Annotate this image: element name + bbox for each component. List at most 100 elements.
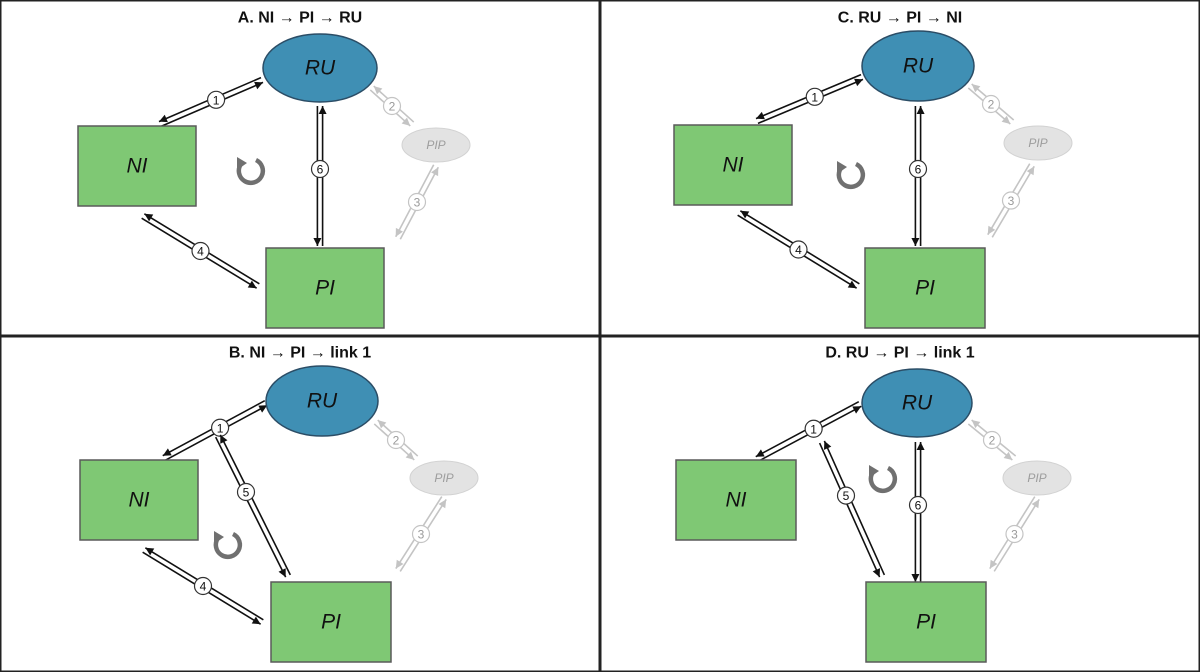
link-number: 3	[418, 528, 425, 542]
pip-node	[409, 460, 479, 496]
link-number: 6	[317, 163, 324, 177]
panel-border	[0, 336, 600, 672]
arrowhead	[1026, 166, 1035, 176]
arrowhead	[247, 280, 257, 289]
link-2: 2	[967, 419, 1017, 461]
ru-label: RU	[307, 390, 338, 413]
ni-node	[79, 459, 199, 541]
arrowhead	[916, 442, 925, 450]
link-6: 6	[310, 106, 330, 246]
pi-node	[265, 247, 385, 329]
link-number: 2	[393, 434, 400, 448]
arrowhead	[971, 84, 981, 93]
link-3: 3	[395, 496, 447, 572]
link-number: 3	[1011, 528, 1018, 542]
loop-arrowhead	[237, 157, 247, 170]
arrowhead	[823, 440, 832, 450]
panel-title: C. RU → PI → NI	[838, 10, 962, 27]
link-2: 2	[967, 83, 1015, 125]
arrowhead	[911, 238, 920, 246]
panel-title: A. NI → PI → RU	[238, 10, 362, 27]
link-4: 4	[142, 547, 264, 625]
ni-label: NI	[723, 154, 744, 177]
ru-label: RU	[305, 57, 336, 80]
link-number-badge	[407, 192, 427, 212]
arrowhead	[278, 568, 286, 578]
link-3: 3	[989, 496, 1040, 572]
link-number-badge	[382, 96, 402, 116]
arrowhead	[251, 616, 261, 625]
panel-title: D. RU → PI → link 1	[825, 345, 974, 362]
loop-arrowhead	[837, 161, 847, 174]
ru-node	[861, 30, 975, 102]
arrow-line	[214, 436, 287, 578]
arrowhead	[220, 434, 228, 444]
loop-icon	[236, 157, 266, 186]
link-2: 2	[369, 85, 415, 127]
arrowhead	[145, 547, 155, 556]
arrowhead	[313, 238, 322, 246]
loop-arrowhead	[869, 465, 879, 478]
arrowhead	[373, 86, 383, 95]
loop-arc	[836, 161, 866, 190]
arrowhead	[987, 225, 996, 235]
link-number-badge	[908, 159, 928, 179]
panel-border	[600, 336, 1200, 672]
link-number: 3	[1008, 194, 1015, 208]
arrowhead	[971, 419, 981, 429]
arrow-line	[219, 434, 292, 576]
pip-label: PIP	[1027, 471, 1046, 485]
panel-border	[600, 0, 1200, 336]
pi-label: PI	[321, 611, 341, 634]
link-number-badge	[411, 524, 431, 544]
ru-node	[265, 365, 379, 437]
link-number: 1	[217, 421, 224, 435]
arrowhead	[401, 117, 411, 126]
link-number: 5	[843, 489, 850, 503]
ni-node	[77, 125, 197, 207]
arrowhead	[872, 568, 881, 578]
link-6: 6	[908, 442, 928, 582]
link-number: 6	[915, 499, 922, 513]
pi-label: PI	[916, 611, 936, 634]
arrowhead	[144, 213, 154, 222]
link-number: 3	[414, 196, 421, 210]
link-number-badge	[191, 241, 210, 261]
link-number: 1	[810, 422, 817, 436]
link-number-badge	[211, 418, 230, 437]
loop-icon	[213, 531, 243, 560]
arrowhead	[158, 114, 168, 123]
loop-arrowhead	[214, 531, 224, 544]
link-number-badge	[310, 159, 330, 179]
arrowhead	[847, 280, 857, 289]
loop-icon	[868, 465, 898, 494]
arrowhead	[395, 227, 403, 237]
ni-label: NI	[726, 489, 747, 512]
link-4: 4	[141, 213, 260, 289]
link-number: 4	[795, 243, 802, 257]
ru-node	[262, 33, 378, 103]
link-number-badge	[908, 495, 928, 515]
arrowhead	[431, 167, 439, 177]
link-1: 1	[755, 401, 862, 462]
link-number: 2	[389, 100, 396, 114]
link-number: 5	[243, 486, 250, 500]
arrowhead	[254, 81, 264, 90]
loop-arc	[868, 465, 898, 494]
pip-node	[401, 127, 471, 163]
link-3: 3	[394, 164, 440, 240]
pip-label: PIP	[426, 138, 445, 152]
link-number: 1	[213, 93, 220, 107]
loop-arc	[236, 157, 266, 186]
arrowhead	[395, 559, 404, 569]
arrowhead	[318, 106, 327, 114]
panel-title: B. NI → PI → link 1	[229, 345, 371, 362]
arrowhead	[1031, 499, 1040, 509]
arrowhead	[258, 405, 268, 413]
arrowhead	[1003, 451, 1013, 461]
loop-arc	[213, 531, 243, 560]
